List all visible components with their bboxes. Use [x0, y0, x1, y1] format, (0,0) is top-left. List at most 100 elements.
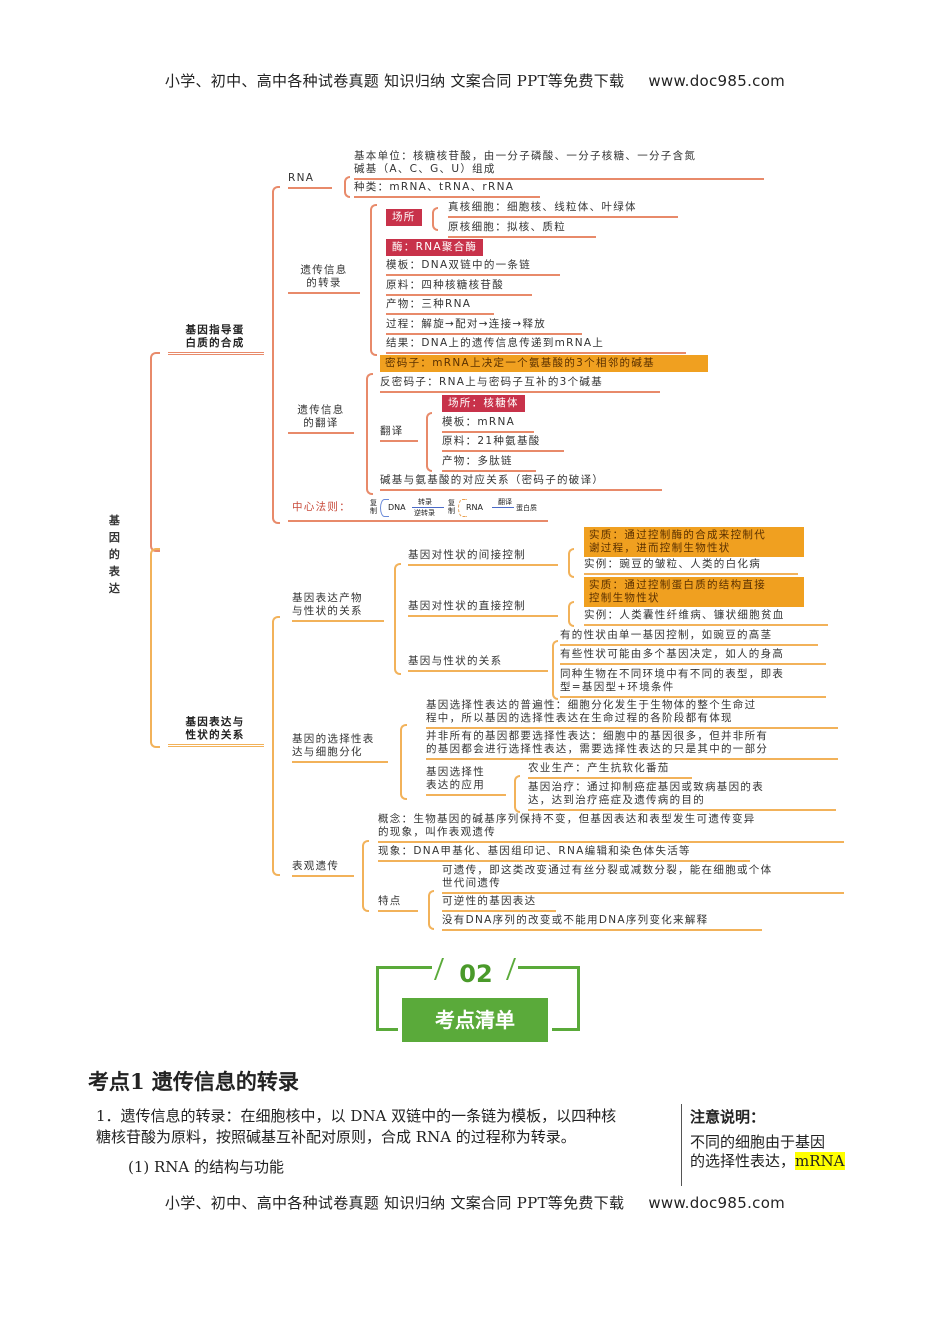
selective-not-all: 并非所有的基因都要选择性表达：细胞中的基因很多，但并非所有的基因都会进行选择性表…	[426, 730, 838, 760]
products-node: 基因表达产物与性状的关系	[292, 592, 384, 622]
gene-therapy: 基因治疗：通过抑制癌症基因或致病基因的表达，达到治疗癌症及遗传病的目的	[528, 781, 836, 811]
rna-replicate-arrow-icon	[458, 499, 467, 517]
branch1-underline	[168, 352, 264, 355]
selective-expression-node: 基因的选择性表达与细胞分化	[292, 733, 388, 763]
root-node: 基因的表达	[108, 514, 122, 595]
feature-no-dna-change: 没有DNA序列的改变或不能用DNA序列变化来解释	[442, 914, 762, 931]
feature-reversible: 可逆性的基因表达	[442, 895, 556, 912]
indirect-example: 实例：豌豆的皱粒、人类的白化病	[584, 558, 798, 575]
indirect-control: 基因对性状的间接控制	[408, 549, 558, 566]
features-node: 特点	[378, 895, 418, 912]
site-prokaryote: 原核细胞：拟核、质粒	[448, 221, 596, 238]
reverse-transcribe-label: 逆转录	[414, 509, 435, 517]
transcription-bracket	[370, 204, 377, 356]
relation-2: 有些性状可能由多个基因决定，如人的身高	[560, 648, 826, 665]
transcription-material: 原料：四种核糖核苷酸	[386, 279, 532, 296]
section-paragraph: 1．遗传信息的转录：在细胞核中，以 DNA 双链中的一条链为模板，以四种核 糖核…	[96, 1107, 617, 1146]
footer-url[interactable]: www.doc985.com	[648, 1194, 786, 1212]
agriculture: 农业生产：产生抗软化番茄	[528, 762, 692, 779]
branch1-bracket	[272, 186, 280, 524]
rna-unit: 基本单位：核糖核苷酸，由一分子磷酸、一分子核糖、一分子含氮碱基（A、C、G、U）…	[354, 150, 764, 180]
banner-base-left	[376, 1028, 398, 1031]
selective-universal: 基因选择性表达的普遍性：细胞分化发生于生物体的整个生命过程中，所以基因的选择性表…	[426, 699, 838, 729]
footer-text: 小学、初中、高中各种试卷真题 知识归纳 文案合同 PPT等免费下载	[164, 1194, 625, 1212]
transcription-product: 产物：三种RNA	[386, 298, 494, 315]
epigenetics-bracket	[362, 840, 369, 912]
translation-template: 模板：mRNA	[442, 416, 534, 433]
subsection-rna-structure: (1) RNA 的结构与功能	[128, 1158, 285, 1176]
application-bracket	[514, 775, 520, 813]
relation-bracket	[552, 640, 558, 700]
banner-frame-gap	[432, 956, 518, 978]
translate-arrow-icon	[492, 507, 514, 508]
indirect-essence: 实质：通过控制酶的合成来控制代谢过程，进而控制生物性状	[584, 527, 804, 557]
translation-sub-node: 翻译	[380, 425, 418, 442]
codon-deciphering: 碱基与氨基酸的对应关系（密码子的破译）	[380, 474, 662, 491]
rna-types: 种类：mRNA、tRNA、rRNA	[354, 181, 540, 198]
banner-label: 考点清单	[402, 998, 548, 1042]
central-dogma-label: 中心法则：	[292, 501, 351, 513]
branch2-bracket	[272, 616, 280, 876]
transcription-template: 模板：DNA双链中的一条链	[386, 259, 560, 276]
direct-control: 基因对性状的直接控制	[408, 600, 558, 617]
header-text: 小学、初中、高中各种试卷真题 知识归纳 文案合同 PPT等免费下载	[164, 72, 625, 90]
page-footer: 小学、初中、高中各种试卷真题 知识归纳 文案合同 PPT等免费下载 www.doc…	[0, 1192, 950, 1213]
protein-node: 蛋白质	[516, 504, 537, 512]
branch2-underline	[168, 744, 264, 747]
branch1-label: 基因指导蛋白质的合成	[185, 324, 245, 349]
section-title: 考点1 遗传信息的转录	[88, 1069, 299, 1094]
transcribe-arrow-icon	[412, 507, 444, 508]
selective-application: 基因选择性表达的应用	[426, 766, 506, 796]
dna-node: DNA	[388, 503, 406, 512]
branch2-label: 基因表达与性状的关系	[185, 716, 245, 741]
note-divider	[681, 1104, 682, 1186]
translation-sub-bracket	[426, 412, 432, 472]
transcribe-label: 转录	[418, 498, 432, 506]
page-header: 小学、初中、高中各种试卷真题 知识归纳 文案合同 PPT等免费下载 www.doc…	[0, 70, 950, 91]
rna-bracket	[344, 176, 350, 198]
transcription-site-tag: 场所	[386, 209, 422, 226]
indirect-bracket	[568, 548, 574, 578]
epigenetics-concept: 概念：生物基因的碱基序列保持不变，但基因表达和表型发生可遗传变异的现象，叫作表观…	[378, 813, 844, 843]
features-bracket	[428, 890, 434, 930]
note-box: 注意说明： 不同的细胞由于基因 的选择性表达，mRNA	[690, 1106, 880, 1171]
feature-heritable: 可遗传，即这类改变通过有丝分裂或减数分裂，能在细胞或个体世代间遗传	[442, 864, 844, 894]
transcription-process: 过程：解旋→配对→连接→释放	[386, 318, 582, 335]
epigenetics-phenomena: 现象：DNA甲基化、基因组印记、RNA编辑和染色体失活等	[378, 845, 750, 862]
note-title: 注意说明：	[690, 1108, 766, 1126]
direct-essence: 实质：通过控制蛋白质的结构直接控制生物性状	[584, 577, 804, 607]
epigenetics-node: 表观遗传	[292, 860, 354, 877]
central-dogma: 中心法则： 复制 DNA 转录 逆转录 复制 RNA 翻译 蛋白质	[288, 498, 548, 522]
dna-replicate: 复制	[370, 499, 377, 515]
codon-tag: 密码子：mRNA上决定一个氨基酸的3个相邻的碱基	[380, 355, 708, 372]
selective-bracket	[400, 724, 407, 800]
gene-trait-relation: 基因与性状的关系	[408, 655, 548, 672]
translation-bracket	[366, 373, 373, 495]
site-eukaryote: 真核细胞：细胞核、线粒体、叶绿体	[448, 201, 678, 218]
banner-number: 02	[459, 960, 493, 988]
rna-node: RNA	[466, 503, 484, 512]
relation-3: 同种生物在不同环境中有不同的表型，即表型=基因型+环境条件	[560, 668, 826, 698]
relation-1: 有的性状由单一基因控制，如豌豆的高茎	[560, 629, 818, 646]
transcription-node: 遗传信息的转录	[288, 264, 360, 294]
direct-bracket	[568, 601, 574, 627]
root-bracket-bottom	[150, 548, 160, 748]
enzyme-tag: 酶：RNA聚合酶	[386, 239, 484, 256]
banner-base-right	[552, 1028, 577, 1031]
site-bracket	[432, 207, 438, 231]
rna-replicate: 复制	[448, 499, 455, 515]
highlighted-term: mRNA	[795, 1152, 845, 1170]
rna-node: RNA	[288, 172, 332, 189]
translate-label: 翻译	[498, 498, 512, 506]
transcription-result: 结果：DNA上的遗传信息传递到mRNA上	[386, 337, 686, 354]
translation-site-tag: 场所：核糖体	[442, 395, 525, 412]
products-bracket	[394, 563, 401, 675]
direct-example: 实例：人类囊性纤维病、镰状细胞贫血	[584, 609, 828, 626]
dna-replicate-arrow-icon	[380, 499, 389, 517]
translation-node: 遗传信息的翻译	[288, 404, 354, 434]
root-bracket-top	[150, 352, 160, 552]
header-url[interactable]: www.doc985.com	[648, 72, 786, 90]
translation-material: 原料：21种氨基酸	[442, 435, 564, 452]
anticodon: 反密码子：RNA上与密码子互补的3个碱基	[380, 376, 660, 393]
translation-product: 产物：多肽链	[442, 455, 536, 472]
